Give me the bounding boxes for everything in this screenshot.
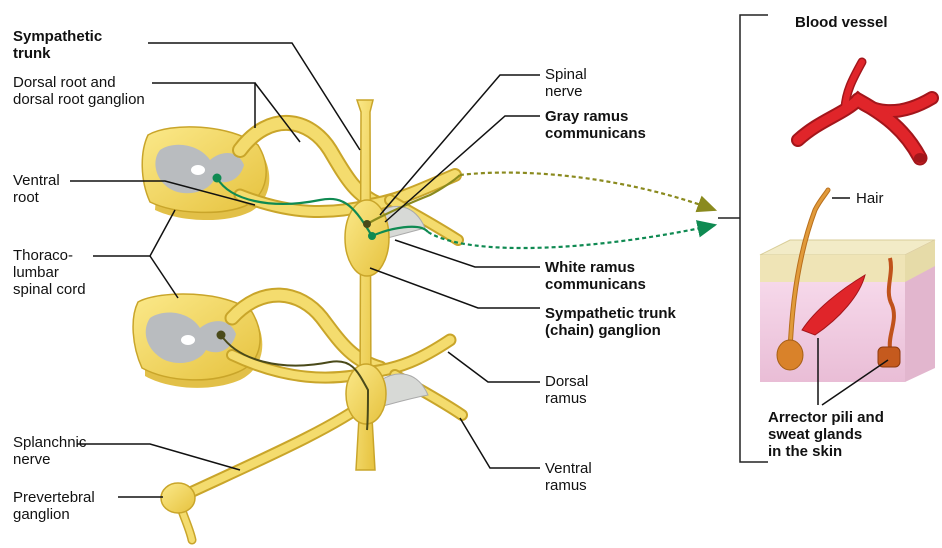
label-line: nerve xyxy=(13,451,86,468)
label-line: Gray ramus xyxy=(545,108,646,125)
label-line: ramus xyxy=(545,477,592,494)
label-line: (chain) ganglion xyxy=(545,322,676,339)
ventral-ramus-label: Ventral ramus xyxy=(545,460,592,494)
white-ramus-label: White ramus communicans xyxy=(545,259,646,293)
ventral-root-label: Ventral root xyxy=(13,172,60,206)
label-line: nerve xyxy=(545,83,587,100)
blood-vessel-illustration xyxy=(798,62,932,163)
spinal-nerve-label: Spinal nerve xyxy=(545,66,587,100)
label-line: in the skin xyxy=(768,443,884,460)
prevertebral-ganglion-label: Prevertebral ganglion xyxy=(13,489,95,523)
label-line: spinal cord xyxy=(13,281,86,298)
preganglionic-arrow xyxy=(428,225,715,248)
label-line: Arrector pili and xyxy=(768,409,884,426)
label-line: communicans xyxy=(545,125,646,142)
gray-ramus-label: Gray ramus communicans xyxy=(545,108,646,142)
label-line: Dorsal root and xyxy=(13,74,145,91)
label-line: lumbar xyxy=(13,264,86,281)
label-line: White ramus xyxy=(545,259,646,276)
trunk-ganglion-label: Sympathetic trunk (chain) ganglion xyxy=(545,305,676,339)
label-line: Splanchnic xyxy=(13,434,86,451)
label-line: Ventral xyxy=(545,460,592,477)
label-line: Prevertebral xyxy=(13,489,95,506)
label-line: communicans xyxy=(545,276,646,293)
thoracolumbar-label: Thoraco- lumbar spinal cord xyxy=(13,247,86,298)
target-bracket xyxy=(718,15,768,462)
label-line: Spinal xyxy=(545,66,587,83)
label-line: Thoraco- xyxy=(13,247,86,264)
arrector-pili-label: Arrector pili and sweat glands in the sk… xyxy=(768,409,884,460)
splanchnic-nerve-label: Splanchnic nerve xyxy=(13,434,86,468)
label-line: ganglion xyxy=(13,506,95,523)
dorsal-root-label: Dorsal root and dorsal root ganglion xyxy=(13,74,145,108)
trunk-ganglion-lower xyxy=(346,364,386,424)
prevertebral-ganglion-shape xyxy=(161,483,195,513)
hair-label: Hair xyxy=(856,190,884,207)
dorsal-ramus-label: Dorsal ramus xyxy=(545,373,588,407)
label-line: sweat glands xyxy=(768,426,884,443)
label-line: Ventral xyxy=(13,172,60,189)
skin-block-illustration xyxy=(760,190,935,382)
label-line: root xyxy=(13,189,60,206)
label-line: ramus xyxy=(545,390,588,407)
label-line: trunk xyxy=(13,45,102,62)
label-line: Sympathetic xyxy=(13,28,102,45)
postganglionic-arrow xyxy=(460,173,715,210)
label-line: Dorsal xyxy=(545,373,588,390)
label-line: Sympathetic trunk xyxy=(545,305,676,322)
sympathetic-trunk-label: Sympathetic trunk xyxy=(13,28,102,62)
label-line: dorsal root ganglion xyxy=(13,91,145,108)
blood-vessel-label: Blood vessel xyxy=(795,14,888,31)
